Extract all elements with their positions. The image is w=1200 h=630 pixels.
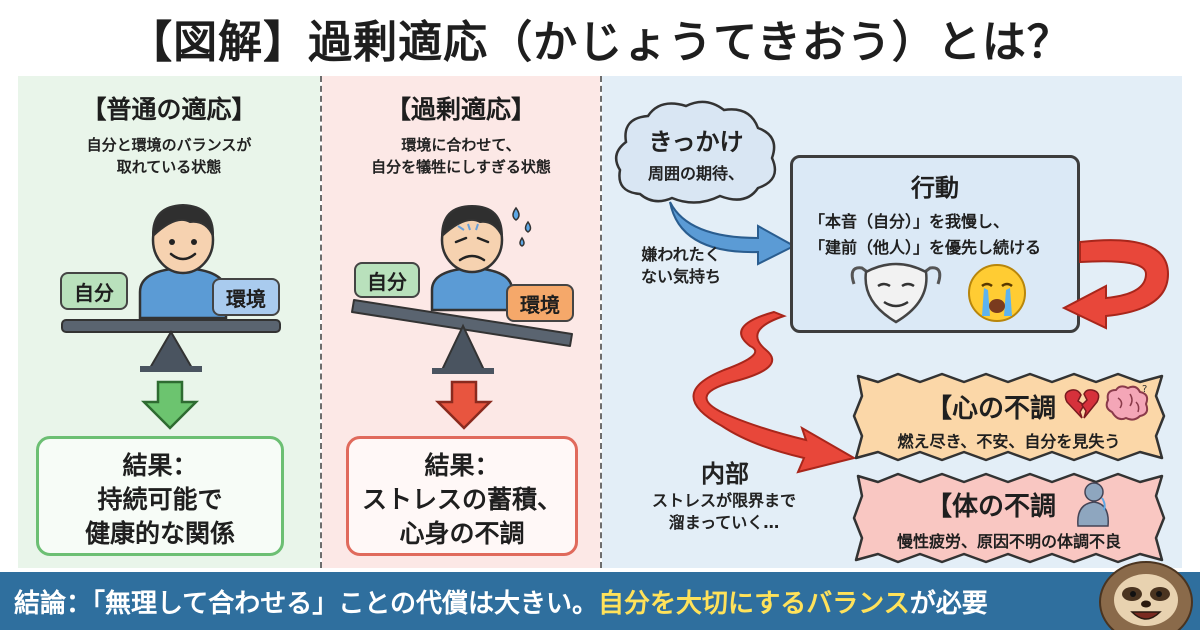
normal-result-line2: 持続可能で	[97, 485, 223, 514]
body-title: 【体の不調	[925, 492, 1056, 522]
over-heading: 【過剰適応】	[385, 95, 536, 124]
conclusion-part1: 結論：「無理して合わせる」ことの代償は大きい。	[14, 588, 598, 619]
divider-left	[320, 76, 322, 568]
action-title: 行動	[911, 174, 959, 202]
over-desc-line1: 環境に合わせて、	[401, 136, 521, 154]
action-box: 行動 「本音（自分）」を我慢し、 「建前（他人）」を優先し続ける	[790, 155, 1080, 333]
inner-line1: ストレスが限界まで	[651, 491, 796, 510]
normal-self-tag: 自分	[60, 272, 128, 310]
conclusion-part3: が必要	[909, 588, 988, 619]
over-description: 環境に合わせて、 自分を犠牲にしすぎる状態	[322, 134, 600, 178]
over-desc-line2: 自分を犠牲にしすぎる状態	[371, 158, 551, 176]
calm-person-icon	[138, 203, 228, 320]
trigger-cloud-icon	[614, 100, 777, 204]
normal-env-tag: 環境	[212, 278, 280, 316]
fear-line1: 嫌われたく	[641, 245, 721, 264]
inner-text: ストレスが限界まで 溜まっていく…	[624, 490, 824, 534]
conclusion-bar: 結論：「無理して合わせる」ことの代償は大きい。 自分を大切にするバランス が必要	[0, 572, 1200, 630]
mind-text: 燃え尽き、不安、自分を見失う	[897, 432, 1121, 451]
normal-description: 自分と環境のバランスが 取れている状態	[18, 134, 320, 178]
normal-column: 【普通の適応】 自分と環境のバランスが 取れている状態	[18, 76, 320, 568]
over-env-tag: 環境	[506, 284, 574, 322]
normal-result-line1: 結果：	[122, 451, 198, 480]
body-text: 慢性疲労、原因不明の体調不良	[896, 532, 1121, 551]
page-title: 【図解】過剰適応（かじょうてきおう）とは？	[128, 17, 1072, 68]
over-column: 【過剰適応】 環境に合わせて、 自分を犠牲にしすぎる状態	[322, 76, 600, 568]
trigger-text: 周囲の期待、	[647, 164, 744, 183]
action-line2: 「建前（他人）」を優先し続ける	[809, 238, 1042, 257]
normal-result-box: 結果： 持続可能で 健康的な関係	[36, 436, 284, 556]
fear-text: 嫌われたく ない気持ち	[618, 244, 744, 288]
trigger-title: きっかけ	[648, 128, 744, 156]
over-result-box: 結果： ストレスの蓄積、 心身の不調	[346, 436, 578, 556]
balanced-seesaw-icon	[61, 319, 281, 372]
over-result-line3: 心身の不調	[399, 519, 525, 548]
inner-line2: 溜まっていく…	[668, 513, 780, 532]
conclusion-part2: 自分を大切にするバランス	[597, 588, 910, 619]
title-bar: 【図解】過剰適応（かじょうてきおう）とは？	[0, 0, 1200, 76]
red-wavy-arrow-icon	[692, 310, 857, 474]
green-down-arrow-icon	[140, 380, 200, 430]
broken-heart-icon	[1064, 389, 1100, 419]
crying-face-icon	[968, 264, 1026, 322]
over-result-line2: ストレスの蓄積、	[361, 485, 562, 514]
normal-result-line3: 健康的な関係	[84, 519, 235, 548]
inner-title: 内部	[701, 460, 749, 488]
over-self-tag: 自分	[354, 262, 420, 298]
svg-text:?: ?	[1142, 384, 1147, 395]
tired-person-icon	[1077, 482, 1109, 527]
normal-heading: 【普通の適応】	[81, 95, 257, 124]
red-down-arrow-icon	[434, 380, 494, 430]
mask-icon	[850, 262, 942, 324]
tilted-seesaw-icon	[351, 299, 573, 374]
action-line1: 「本音（自分）」を我慢し、	[809, 212, 1010, 231]
blue-curved-arrow-icon	[669, 201, 797, 266]
normal-desc-line1: 自分と環境のバランスが	[86, 136, 252, 154]
sloth-mascot-icon	[1099, 561, 1193, 630]
mind-title: 【心の不調	[925, 394, 1056, 424]
over-result-line1: 結果：	[424, 451, 500, 480]
divider-right	[600, 76, 602, 568]
red-curl-arrow-icon	[1061, 239, 1170, 330]
stressed-person-icon	[430, 204, 532, 312]
brain-icon: ?	[1105, 384, 1149, 421]
fear-line2: ない気持ち	[640, 267, 721, 286]
normal-desc-line2: 取れている状態	[116, 158, 222, 176]
